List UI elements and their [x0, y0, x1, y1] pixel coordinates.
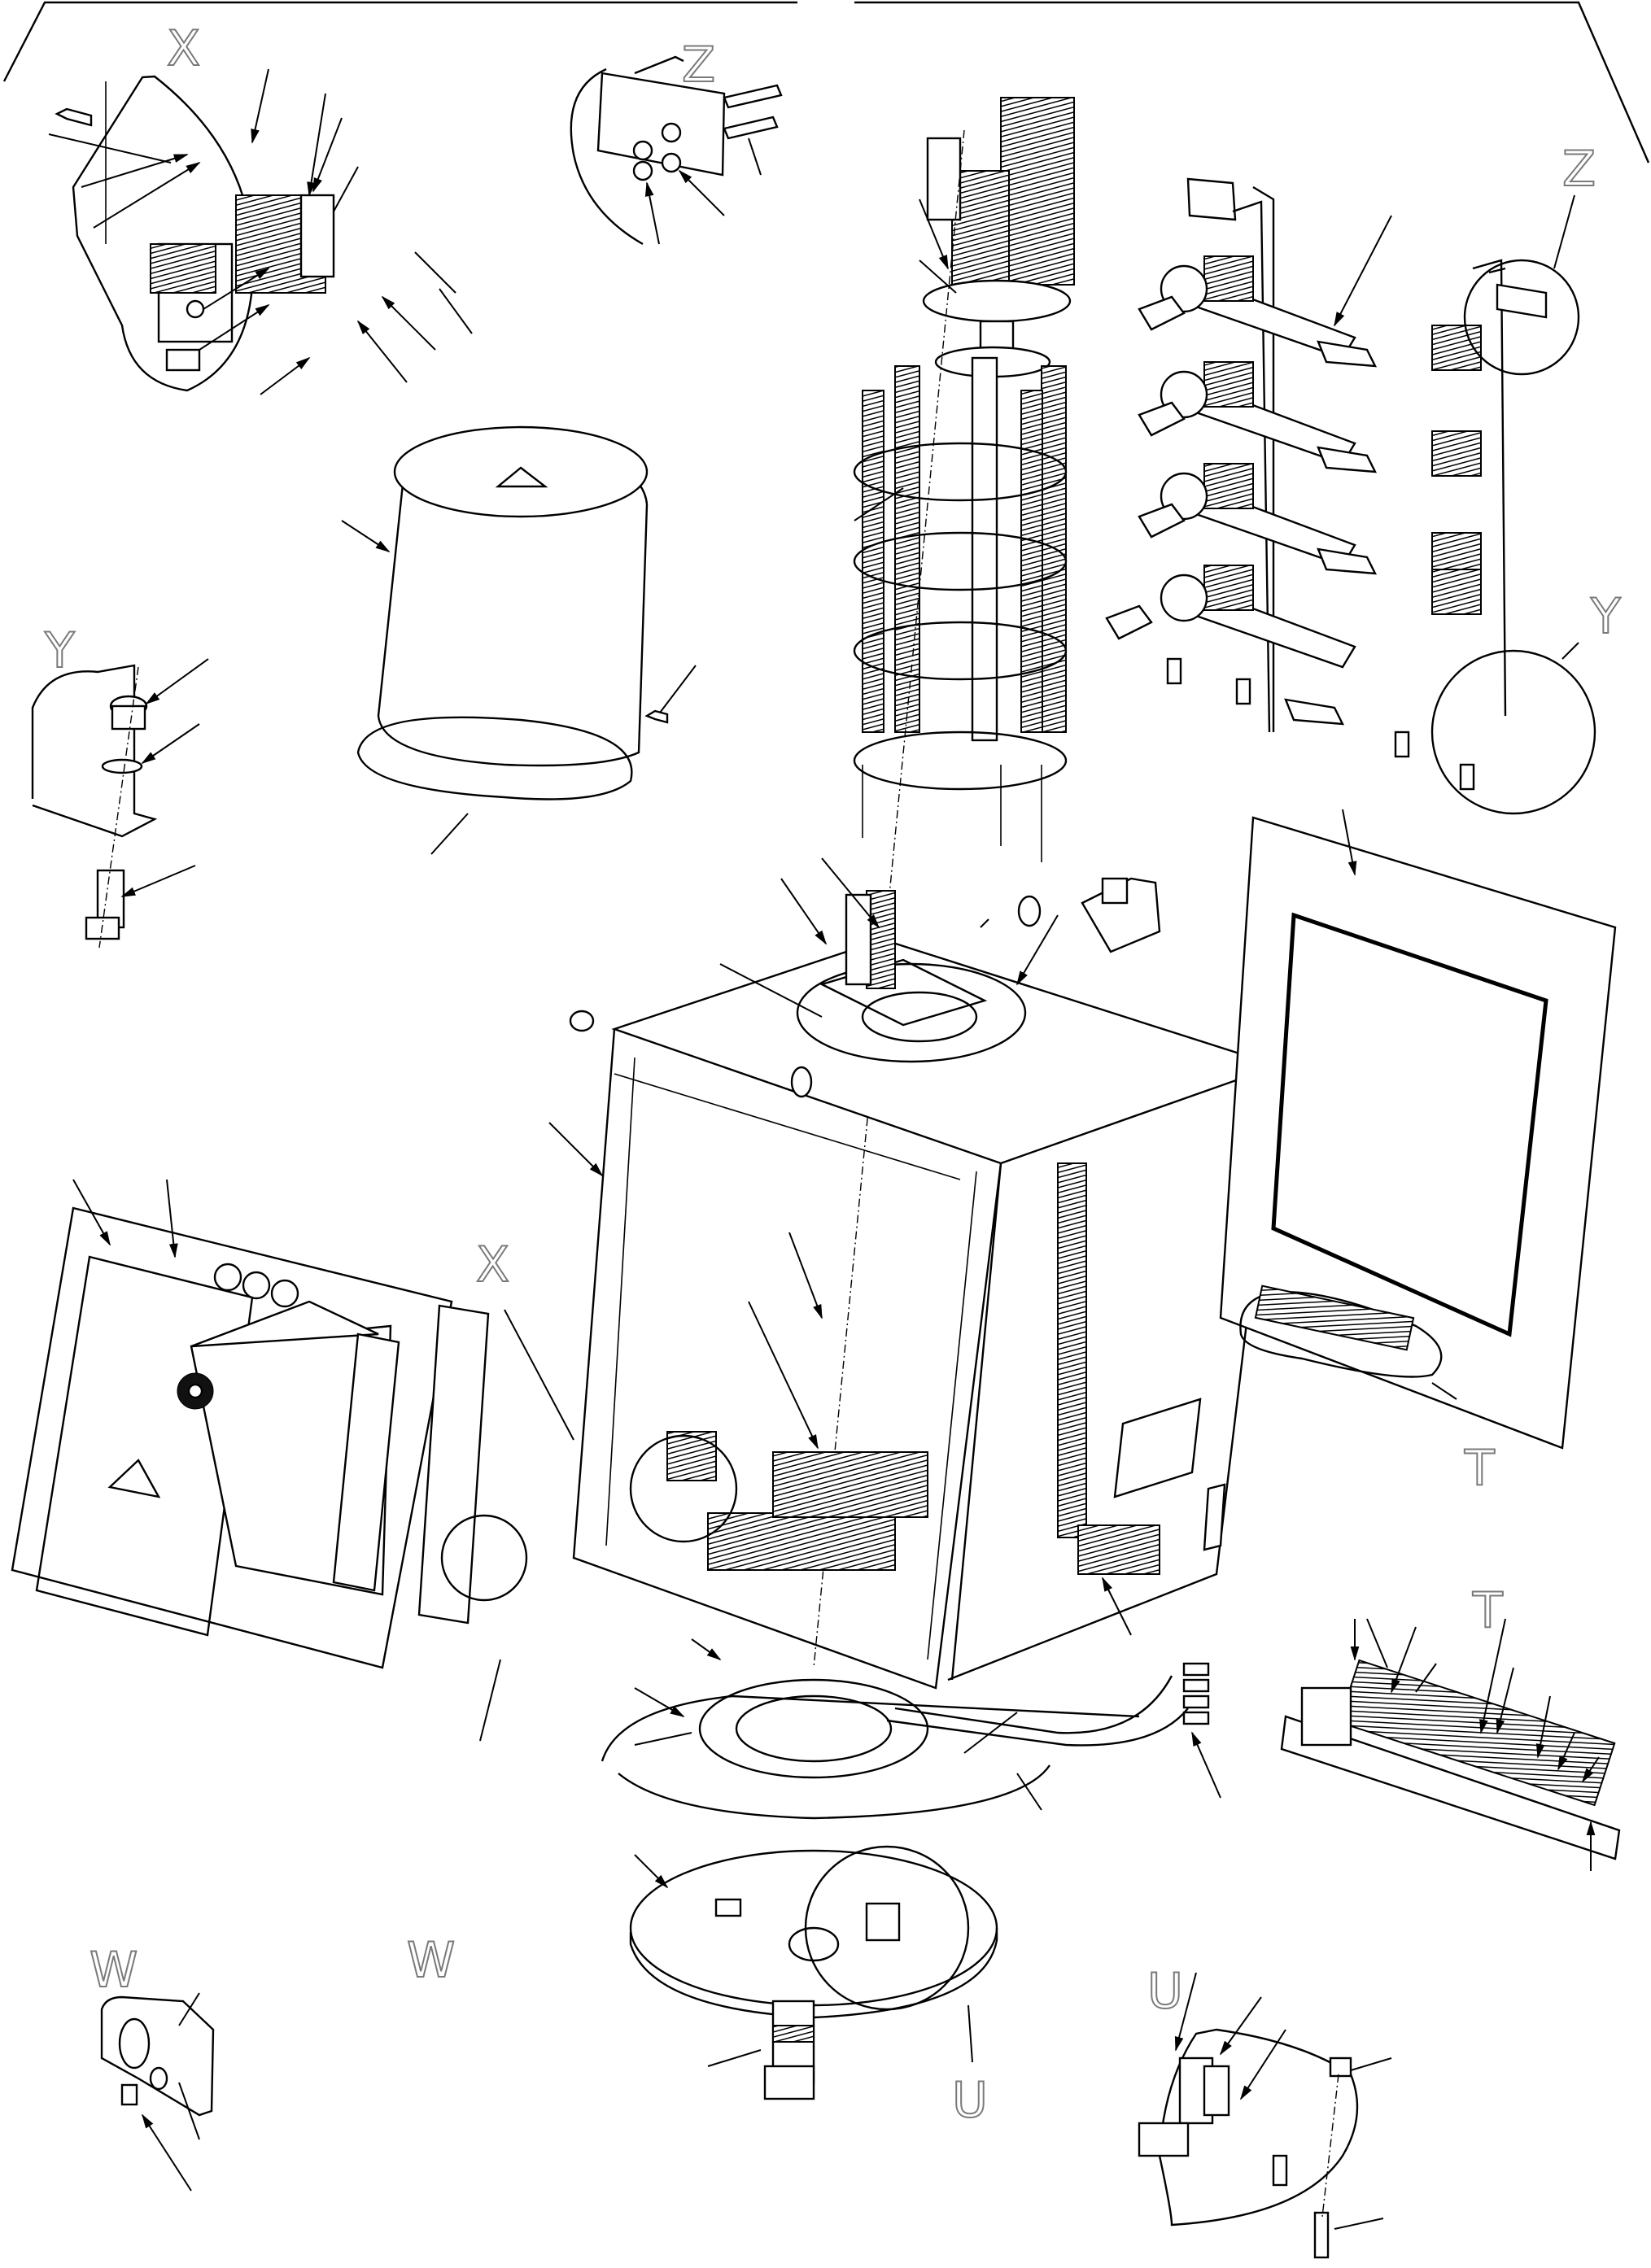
detail-label-x-callout: X	[475, 1236, 510, 1293]
detail-z-view	[570, 55, 783, 246]
page-frame	[2, 1, 1650, 164]
detail-label-u: U	[1147, 1963, 1184, 2020]
detail-label-w-callout: W	[406, 1932, 456, 1989]
contact-arm-4	[1105, 565, 1482, 726]
detail-label-y-callout: Y	[1590, 588, 1622, 645]
detail-label-x: X	[166, 20, 201, 77]
base-ring-harness	[601, 1638, 1221, 1820]
detail-label-z: Z	[681, 37, 716, 94]
detail-label-w: W	[89, 1942, 138, 1999]
detail-x-view	[48, 68, 473, 395]
contact-arm-2	[1138, 361, 1482, 477]
terminal-strip-detail	[1280, 1618, 1621, 1871]
right-access-door	[1219, 809, 1617, 1450]
cylindrical-cover	[341, 425, 697, 855]
detail-label-u-callout: U	[951, 2072, 989, 2129]
base-plate	[629, 1845, 998, 2100]
cabinet-enclosure	[504, 857, 1281, 1690]
detail-label-t: T	[1472, 1582, 1504, 1639]
contact-arm-1	[1138, 255, 1482, 371]
detail-w-view	[100, 1992, 215, 2192]
detail-label-z-callout: Z	[1561, 141, 1596, 198]
detail-y-view	[31, 658, 209, 949]
contact-arm-3	[1138, 463, 1482, 578]
left-panel	[11, 1179, 528, 1742]
detail-label-t-callout: T	[1464, 1440, 1496, 1497]
rotary-switch-stack	[813, 97, 1075, 1668]
detail-u-view	[1138, 1972, 1392, 2259]
switch-contacts-assembly	[1105, 177, 1596, 815]
detail-label-y: Y	[44, 622, 76, 679]
